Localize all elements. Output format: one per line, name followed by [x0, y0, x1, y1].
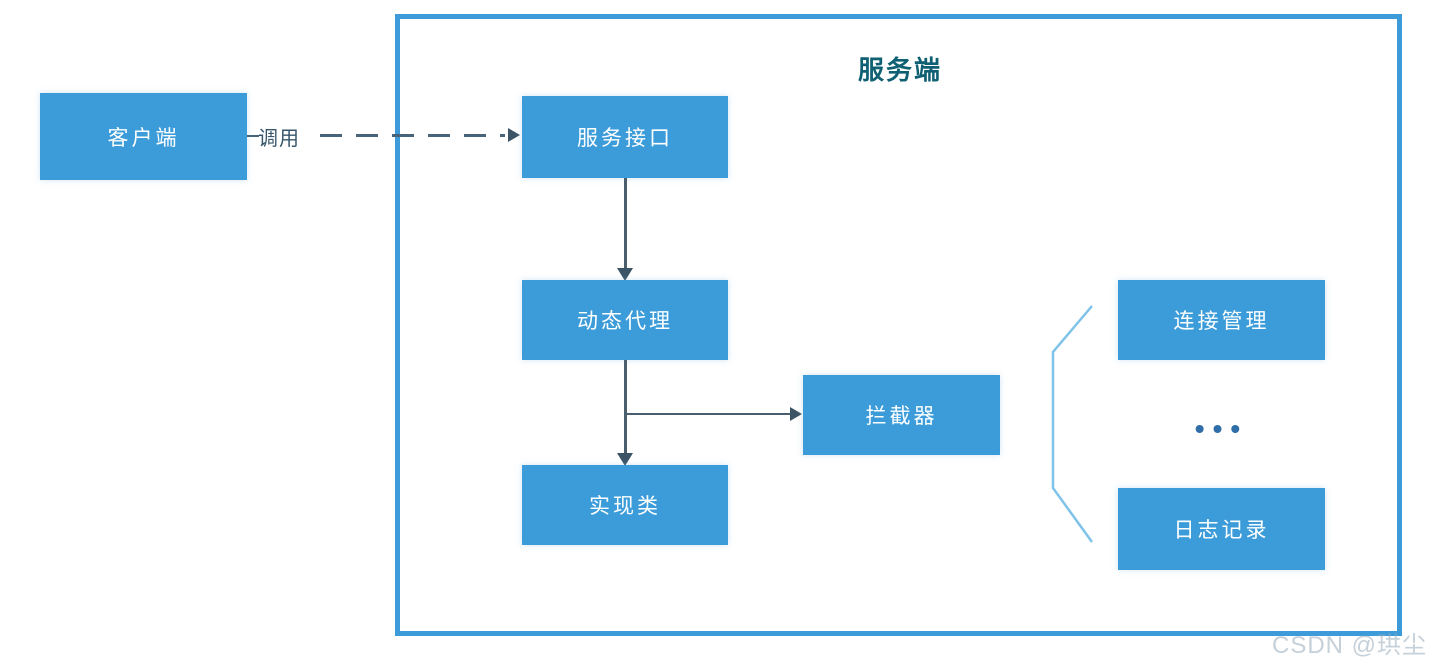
node-dynamic-proxy-label: 动态代理 [577, 310, 673, 333]
edge-proxy-to-implementation-arrowhead-icon [617, 453, 633, 466]
edge-interface-to-proxy-arrowhead-icon [617, 268, 633, 281]
edge-interface-to-proxy [624, 178, 627, 270]
call-connector-stub [247, 135, 259, 137]
call-connector-dashed-line [320, 134, 505, 137]
node-dynamic-proxy[interactable]: 动态代理 [522, 280, 728, 360]
edge-proxy-to-implementation [624, 360, 627, 455]
group-brace-icon [1040, 300, 1100, 550]
node-implementation-label: 实现类 [589, 495, 661, 518]
node-interceptor[interactable]: 拦截器 [803, 375, 1000, 455]
node-service-interface-label: 服务接口 [577, 127, 673, 150]
node-log-record[interactable]: 日志记录 [1118, 488, 1325, 570]
ellipsis-more-indicator: ••• [1194, 413, 1249, 444]
edge-proxy-to-interceptor [626, 413, 793, 415]
node-client[interactable]: 客户端 [40, 93, 247, 180]
call-edge-label: 调用 [258, 128, 300, 150]
node-connection-management[interactable]: 连接管理 [1118, 280, 1325, 360]
node-client-label: 客户端 [107, 126, 180, 150]
node-implementation[interactable]: 实现类 [522, 465, 728, 545]
server-boundary-frame [395, 14, 1402, 636]
server-title: 服务端 [857, 55, 942, 85]
node-connection-management-label: 连接管理 [1173, 310, 1270, 333]
node-interceptor-label: 拦截器 [865, 405, 938, 428]
edge-proxy-to-interceptor-arrowhead-icon [790, 407, 802, 421]
call-arrowhead-icon [508, 128, 520, 142]
node-log-record-label: 日志记录 [1173, 519, 1270, 542]
node-service-interface[interactable]: 服务接口 [522, 96, 728, 178]
csdn-watermark: CSDN @珙尘 [1272, 632, 1428, 659]
